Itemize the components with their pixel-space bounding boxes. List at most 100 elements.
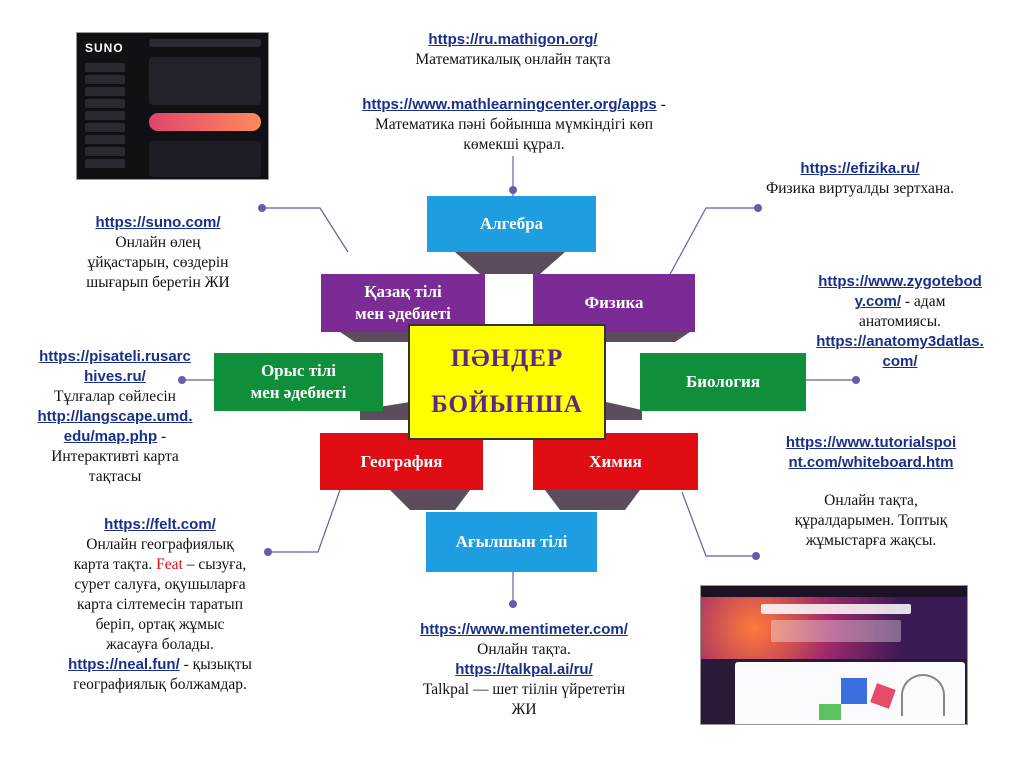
suno-sidebar bbox=[85, 63, 143, 171]
bevel-geography bbox=[390, 490, 470, 510]
felt-desc-2a: карта тақта. bbox=[73, 556, 157, 573]
topic-kazakh-label-1: Қазақ тілі bbox=[364, 282, 442, 301]
bevel-algebra bbox=[455, 252, 565, 274]
anatomy-link-1[interactable]: https://anatomy3datlas. bbox=[816, 333, 984, 350]
polypad-shape bbox=[819, 704, 841, 720]
bevel-biology bbox=[606, 402, 642, 420]
topic-kazakh-label-2: мен әдебиеті bbox=[355, 304, 451, 323]
langscape-link-2[interactable]: edu/map.php bbox=[63, 428, 158, 445]
langscape-desc-3: тақтасы bbox=[88, 468, 142, 485]
suno-tabs bbox=[149, 39, 261, 47]
polypad-topbar bbox=[701, 586, 967, 597]
polypad-shape bbox=[841, 678, 867, 704]
felt-desc-3: сурет салуға, оқушыларға bbox=[74, 576, 246, 593]
tutorialspoint-link-2[interactable]: nt.com/whiteboard.htm bbox=[788, 454, 954, 471]
mathlearningcenter-desc-3: көмекші құрал. bbox=[463, 136, 565, 153]
note-tutorialspoint: https://www.tutorialspoi nt.com/whiteboa… bbox=[746, 433, 996, 551]
langscape-link-1[interactable]: http://langscape.umd. bbox=[37, 408, 193, 425]
zygote-desc-2: анатомиясы. bbox=[858, 313, 942, 330]
note-mentimeter: https://www.mentimeter.com/ Онлайн тақта… bbox=[374, 620, 674, 720]
dot-chemistry bbox=[752, 552, 760, 560]
connector-geography bbox=[268, 489, 341, 553]
topic-russian-label-1: Орыс тілі bbox=[260, 361, 337, 380]
talkpal-desc-2: ЖИ bbox=[511, 701, 537, 718]
topic-physics: Физика bbox=[533, 274, 695, 332]
dot-russian bbox=[178, 376, 186, 384]
topic-physics-label: Физика bbox=[584, 293, 644, 312]
topic-biology-label: Биология bbox=[685, 372, 761, 391]
suno-desc-3: шығарып беретін ЖИ bbox=[86, 274, 230, 291]
mathlearningcenter-dash: - bbox=[656, 96, 666, 113]
felt-desc-6: жасауға болады. bbox=[106, 636, 214, 653]
suno-desc-2: ұйқастарын, сөздерін bbox=[87, 254, 229, 271]
topic-chemistry: Химия bbox=[533, 433, 698, 490]
felt-desc-5: беріп, ортақ жұмыс bbox=[95, 616, 225, 633]
dot-geography bbox=[264, 548, 272, 556]
neal-desc-2: географиялық болжамдар. bbox=[73, 676, 247, 693]
topic-geography-label: География bbox=[360, 451, 443, 471]
zygote-link-2[interactable]: y.com/ bbox=[854, 293, 902, 310]
suno-link[interactable]: https://suno.com/ bbox=[95, 214, 221, 231]
langscape-desc-2: Интерактивті карта bbox=[51, 448, 179, 465]
talkpal-link[interactable]: https://talkpal.ai/ru/ bbox=[455, 661, 593, 678]
center-topic-line-1: ПӘНДЕР bbox=[450, 345, 564, 372]
connector-kazakh bbox=[262, 207, 349, 253]
suno-screenshot: SUNO bbox=[76, 32, 269, 180]
mathigon-desc: Математикалық онлайн тақта bbox=[415, 51, 611, 68]
topic-russian-label-2: мен әдебиеті bbox=[250, 383, 347, 402]
bevel-russian bbox=[360, 402, 410, 420]
tutorialspoint-desc-2: құралдарымен. Топтық bbox=[794, 512, 948, 529]
felt-link[interactable]: https://felt.com/ bbox=[104, 516, 216, 533]
mentimeter-desc: Онлайн тақта. bbox=[477, 641, 571, 658]
mathigon-link[interactable]: https://ru.mathigon.org/ bbox=[428, 31, 598, 48]
note-mathigon: https://ru.mathigon.org/ Математикалық о… bbox=[350, 30, 676, 70]
center-topic-line-2: БОЙЫНША bbox=[431, 391, 583, 418]
neal-desc-1: - қызықты bbox=[179, 656, 252, 673]
suno-lyrics-panel bbox=[149, 57, 261, 105]
connector-physics bbox=[667, 207, 758, 279]
note-mathlearningcenter: https://www.mathlearningcenter.org/apps … bbox=[322, 95, 706, 155]
note-suno: https://suno.com/ Онлайн өлең ұйқастарын… bbox=[40, 213, 276, 293]
topic-english: Ағылшын тілі bbox=[426, 512, 597, 572]
polypad-title bbox=[761, 604, 911, 614]
note-efizika: https://efizika.ru/ Физика виртуалды зер… bbox=[720, 159, 1000, 199]
felt-feat-label: Feat bbox=[156, 556, 183, 573]
talkpal-desc-1: Talkpal — шет тіілін үйрететін bbox=[422, 681, 626, 698]
suno-ideas-panel bbox=[149, 141, 261, 177]
tutorialspoint-desc-1: Онлайн тақта, bbox=[824, 492, 918, 509]
suno-desc-1: Онлайн өлең bbox=[115, 234, 201, 251]
topic-russian: Орыс тілі мен әдебиеті bbox=[214, 353, 383, 411]
tutorialspoint-link-1[interactable]: https://www.tutorialspoi bbox=[785, 434, 957, 451]
felt-desc-1: Онлайн географиялық bbox=[86, 536, 234, 553]
langscape-desc-1: - bbox=[157, 428, 167, 445]
dot-algebra bbox=[509, 186, 517, 194]
suno-create-button bbox=[149, 113, 261, 131]
mentimeter-link[interactable]: https://www.mentimeter.com/ bbox=[420, 621, 628, 638]
efizika-link[interactable]: https://efizika.ru/ bbox=[800, 160, 920, 177]
topic-english-label: Ағылшын тілі bbox=[455, 532, 568, 551]
polypad-protractor bbox=[901, 674, 945, 716]
neal-link[interactable]: https://neal.fun/ bbox=[68, 656, 180, 673]
anatomy-link-2[interactable]: com/ bbox=[882, 353, 918, 370]
note-pisateli: https://pisateli.rusarc hives.ru/ Тұлғал… bbox=[10, 347, 220, 487]
suno-logo: SUNO bbox=[85, 41, 124, 55]
topic-algebra: Алгебра bbox=[427, 196, 596, 252]
pisateli-link-1[interactable]: https://pisateli.rusarc bbox=[39, 348, 191, 365]
pisateli-desc: Тұлғалар сөйлесін bbox=[54, 388, 176, 405]
felt-desc-2c: – сызуға, bbox=[182, 556, 247, 573]
connector-chemistry bbox=[681, 491, 756, 557]
zygote-link-1[interactable]: https://www.zygotebod bbox=[818, 273, 982, 290]
mathlearningcenter-link[interactable]: https://www.mathlearningcenter.org/apps bbox=[362, 96, 657, 113]
dot-physics bbox=[754, 204, 762, 212]
dot-kazakh bbox=[258, 204, 266, 212]
efizika-desc: Физика виртуалды зертхана. bbox=[765, 180, 954, 197]
center-topic: ПӘНДЕР БОЙЫНША bbox=[408, 324, 606, 440]
zygote-desc-1: - адам bbox=[901, 293, 946, 310]
mathlearningcenter-desc-2: Математика пәні бойынша мүмкіндігі көп bbox=[374, 116, 653, 133]
topic-geography: География bbox=[320, 433, 483, 490]
tutorialspoint-desc-3: жұмыстарға жақсы. bbox=[805, 532, 937, 549]
dot-english bbox=[509, 600, 517, 608]
pisateli-link-2[interactable]: hives.ru/ bbox=[84, 368, 146, 385]
topic-chemistry-label: Химия bbox=[589, 451, 642, 471]
topic-algebra-label: Алгебра bbox=[479, 214, 544, 233]
